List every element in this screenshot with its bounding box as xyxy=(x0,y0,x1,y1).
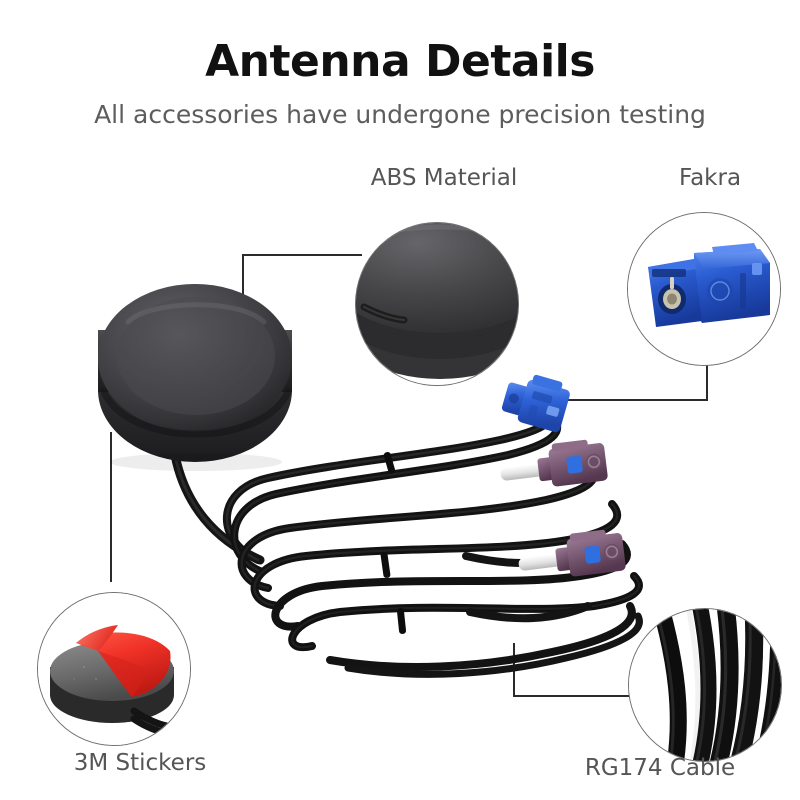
page-subtitle: All accessories have undergone precision… xyxy=(94,100,706,129)
callout-label-rg174-cable: RG174 Cable xyxy=(584,755,736,781)
fakra-connector-closeup xyxy=(628,213,780,365)
callout-inset-fakra xyxy=(627,212,781,366)
page-title: Antenna Details xyxy=(205,36,595,87)
abs-material-closeup xyxy=(356,223,518,385)
adhesive-sticker-closeup xyxy=(38,593,190,745)
callout-label-abs-material: ABS Material xyxy=(370,165,518,191)
callout-label-3m-stickers: 3M Stickers xyxy=(73,750,207,776)
leader-line-abs-horizontal xyxy=(242,254,362,256)
leader-line-abs-vertical xyxy=(242,254,244,324)
fakra-connector-blue-graphic xyxy=(501,374,570,433)
fakra-connector-purple-2-graphic xyxy=(518,529,626,577)
callout-inset-rg174-cable xyxy=(628,608,782,762)
leader-line-fakra-horizontal xyxy=(568,399,708,401)
callout-label-fakra: Fakra xyxy=(678,165,742,191)
callout-inset-3m-stickers xyxy=(37,592,191,746)
rg174-cable-closeup xyxy=(629,609,781,761)
cable-tie-group xyxy=(380,452,407,634)
antenna-dome-graphic xyxy=(98,284,292,471)
leader-line-3m-vertical xyxy=(110,432,112,582)
leader-line-rg174-horizontal xyxy=(513,695,630,697)
fakra-connector-purple-1-graphic xyxy=(500,439,608,487)
callout-inset-abs-material xyxy=(355,222,519,386)
